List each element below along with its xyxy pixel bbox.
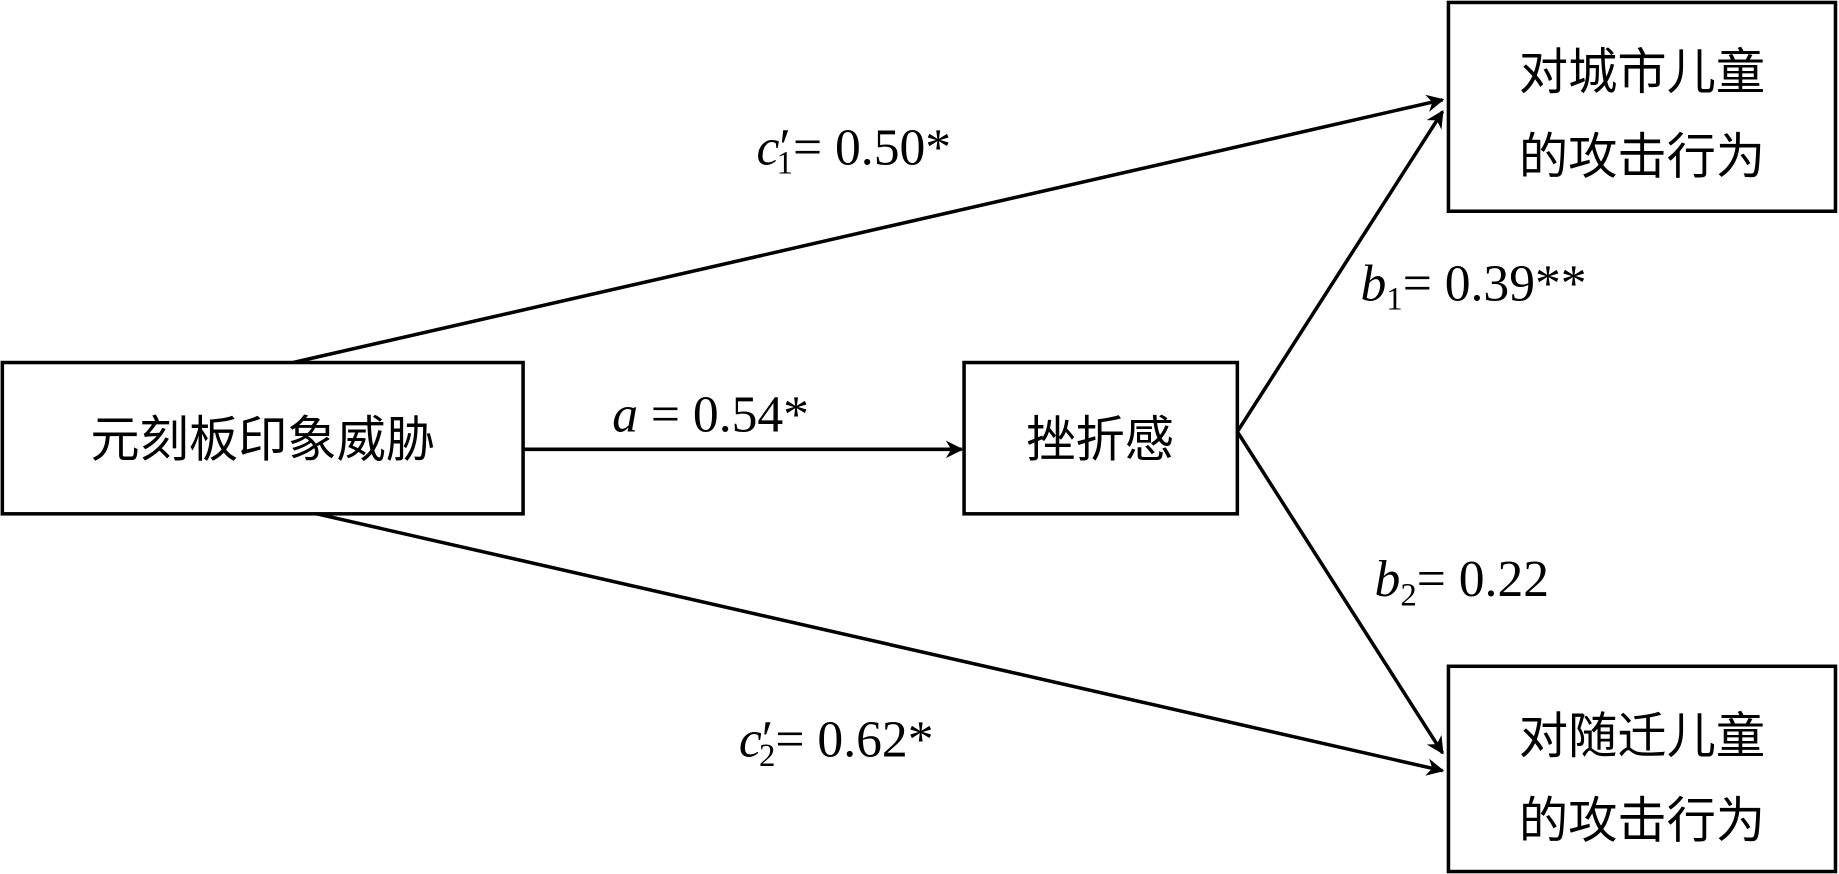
path-c1-arrow: [292, 94, 1445, 365]
outcome2-box: 对随迁儿童 的攻击行为: [1446, 664, 1838, 874]
path-c2-arrow: [316, 512, 1445, 776]
outcome2-line2: 的攻击行为: [1519, 792, 1765, 850]
path-c2-label: c′2= 0.62*: [739, 712, 934, 774]
predictor-label: 元刻板印象威胁: [90, 410, 435, 468]
outcome1-line1: 对城市儿童: [1519, 43, 1765, 101]
path-b1-label: b1= 0.39**: [1360, 255, 1586, 317]
predictor-box: 元刻板印象威胁: [0, 360, 525, 516]
mediator-box: 挫折感: [962, 360, 1240, 516]
path-b2-label: b2= 0.22: [1375, 551, 1550, 613]
outcome2-line1: 对随迁儿童: [1519, 707, 1765, 765]
path-b1-arrow: [1235, 110, 1445, 433]
path-c1-label: c′1= 0.50*: [756, 119, 951, 181]
outcome1-line2: 的攻击行为: [1519, 128, 1765, 186]
outcome1-box: 对城市儿童 的攻击行为: [1446, 0, 1838, 213]
path-b2-arrow: [1235, 430, 1445, 755]
mediator-label: 挫折感: [1026, 410, 1174, 468]
path-a-label: a = 0.54*: [612, 387, 809, 444]
